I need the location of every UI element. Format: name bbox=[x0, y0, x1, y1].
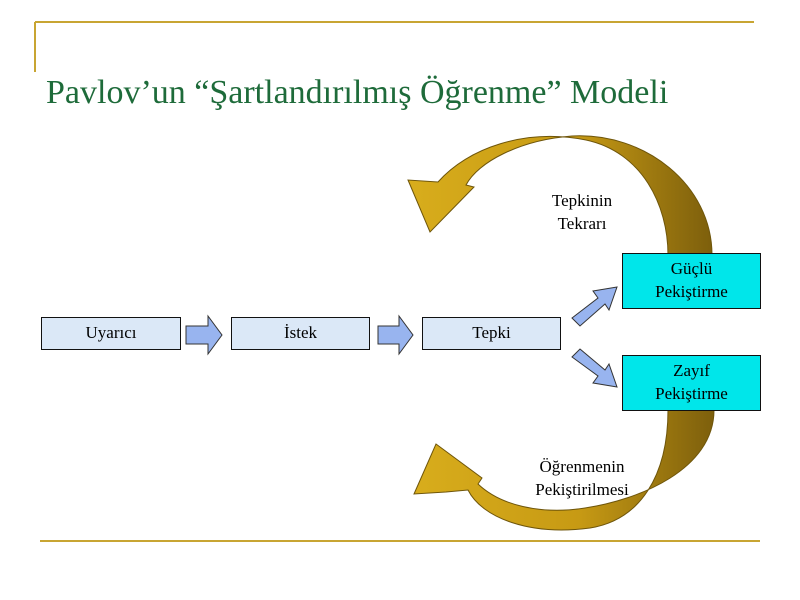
bottom-loop-arrow bbox=[413, 409, 715, 531]
node-guclu-line2: Pekiştirme bbox=[655, 282, 728, 301]
node-uyarici: Uyarıcı bbox=[41, 317, 181, 350]
slide-title: Pavlov’un “Şartlandırılmış Öğrenme” Mode… bbox=[46, 74, 669, 111]
node-zayif-line1: Zayıf bbox=[673, 361, 710, 381]
top-loop-label-line2: Tekrarı bbox=[557, 213, 607, 233]
node-tepki: Tepki bbox=[422, 317, 561, 350]
node-tepki-label: Tepki bbox=[472, 323, 511, 343]
top-loop-label: Tepkinin Tekrarı bbox=[532, 190, 632, 236]
node-zayif-pekistirme: Zayıf Pekiştirme bbox=[622, 355, 761, 411]
top-loop-arrow bbox=[407, 135, 713, 256]
node-guclu-line1: Güçlü bbox=[670, 259, 713, 279]
node-zayif-line2: Pekiştirme bbox=[655, 384, 728, 403]
top-loop-label-line1: Tepkinin bbox=[551, 191, 613, 210]
bottom-loop-label-line2: Pekiştirilmesi bbox=[535, 479, 629, 499]
node-istek-label: İstek bbox=[283, 323, 318, 343]
arrow-istek-tepki bbox=[377, 314, 414, 356]
bottom-loop-label: Öğrenmenin Pekiştirilmesi bbox=[522, 456, 642, 502]
node-istek: İstek bbox=[231, 317, 370, 350]
node-guclu-pekistirme: Güçlü Pekiştirme bbox=[622, 253, 761, 309]
bottom-loop-label-line1: Öğrenmenin bbox=[539, 457, 625, 476]
arrow-uyarici-istek bbox=[185, 314, 223, 356]
node-uyarici-label: Uyarıcı bbox=[85, 323, 137, 343]
arrow-tepki-guclu bbox=[571, 286, 618, 327]
arrow-tepki-zayif bbox=[571, 348, 618, 388]
